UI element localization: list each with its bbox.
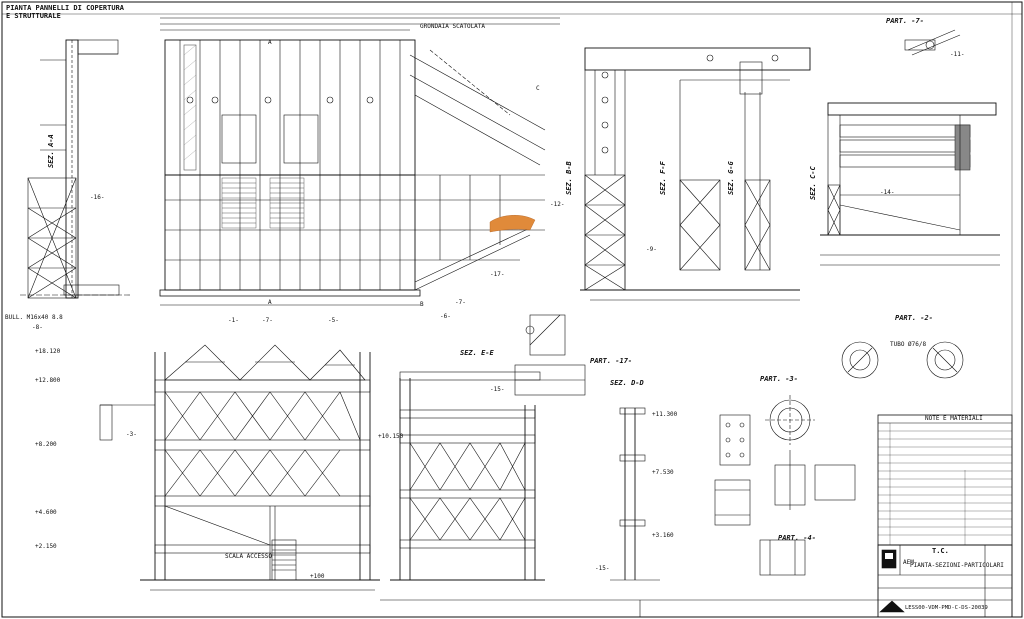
marker-8: -8- bbox=[32, 324, 43, 331]
right-frame-drawing bbox=[580, 47, 811, 301]
section-e-e-label: SEZ. E-E bbox=[460, 349, 494, 357]
section-d-d-label: SEZ. D-D bbox=[610, 379, 644, 387]
marker-7: -7- bbox=[262, 317, 273, 324]
section-tag-a: A bbox=[268, 39, 272, 46]
elev-100: +100 bbox=[310, 573, 325, 580]
section-f-f-label: SEZ. F-F bbox=[659, 161, 667, 195]
section-c-c-label: SEZ. C-C bbox=[809, 166, 817, 200]
notes-title: NOTE E MATERIALI bbox=[925, 415, 983, 422]
elev-2150: +2.150 bbox=[35, 543, 57, 550]
tube-label: TUBO Ø76/8 bbox=[890, 341, 927, 348]
marker-7b: -7- bbox=[455, 299, 466, 306]
part-7-label: PART. -7- bbox=[886, 17, 924, 25]
elev-12800: +12.800 bbox=[35, 377, 61, 384]
marker-3: -3- bbox=[126, 431, 137, 438]
section-e-e-drawing bbox=[390, 314, 586, 581]
sheet-title-line-2: E STRUTTURALE bbox=[6, 12, 61, 20]
section-tag-a-bottom: A bbox=[268, 299, 272, 306]
section-a-a-drawing bbox=[20, 39, 130, 299]
sheet-title-line-1: PIANTA PANNELLI DI COPERTURA bbox=[6, 4, 125, 12]
marker-5: -5- bbox=[328, 317, 339, 324]
marker-17: -17- bbox=[490, 271, 505, 278]
marker-14: -14- bbox=[880, 189, 895, 196]
drawing-subtitle: PIANTA-SEZIONI-PARTICOLARI bbox=[910, 562, 1004, 569]
marker-12: -12- bbox=[550, 201, 565, 208]
stair-label: SCALA ACCESSO bbox=[225, 553, 272, 560]
elev-18120: +18.120 bbox=[35, 348, 61, 355]
section-d-d-drawing bbox=[610, 407, 751, 581]
section-a-a-label: SEZ. A-A bbox=[47, 134, 55, 168]
marker-15: -15- bbox=[490, 386, 505, 393]
elev-3160: +3.160 bbox=[652, 532, 674, 539]
marker-1: -1- bbox=[228, 317, 239, 324]
drawing-title: T.C. bbox=[932, 547, 949, 555]
elevation-left-drawing bbox=[99, 344, 380, 591]
section-tag-c: C bbox=[536, 85, 540, 92]
elev-8200: +8.200 bbox=[35, 441, 57, 448]
marker-6: -6- bbox=[440, 313, 451, 320]
part-17-label: PART. -17- bbox=[590, 357, 633, 365]
notes-table bbox=[877, 414, 1013, 546]
section-tag-b: B bbox=[420, 301, 424, 308]
company-name: AEM bbox=[903, 559, 914, 566]
marker-15b: -15- bbox=[595, 565, 610, 572]
marker-11: -11- bbox=[950, 51, 965, 58]
plan-view-drawing bbox=[159, 17, 560, 306]
drawing-code: LESS00-VDM-PMD-C-DS-20039 bbox=[905, 605, 988, 611]
part-3-drawing bbox=[759, 341, 964, 576]
section-g-g-label: SEZ. G-G bbox=[727, 161, 735, 195]
plan-note: GRONDAIA SCATOLATA bbox=[420, 23, 486, 30]
part-2-label: PART. -2- bbox=[895, 314, 933, 322]
part-4-label: PART. -4- bbox=[778, 534, 816, 542]
title-block-frame bbox=[877, 544, 1013, 618]
elev-11300: +11.300 bbox=[652, 411, 678, 418]
elev-10150: +10.150 bbox=[378, 433, 404, 440]
elev-7530: +7.530 bbox=[652, 469, 674, 476]
elev-4600: +4.600 bbox=[35, 509, 57, 516]
marker-9: -9- bbox=[646, 246, 657, 253]
section-b-b-label: SEZ. B-B bbox=[565, 161, 573, 195]
part-3-label: PART. -3- bbox=[760, 375, 798, 383]
section-c-c-drawing bbox=[820, 29, 1000, 266]
bolt-label: BULL. M16x40 8.8 bbox=[5, 314, 63, 321]
bottom-strip bbox=[380, 599, 878, 617]
marker-16: -16- bbox=[90, 194, 105, 201]
